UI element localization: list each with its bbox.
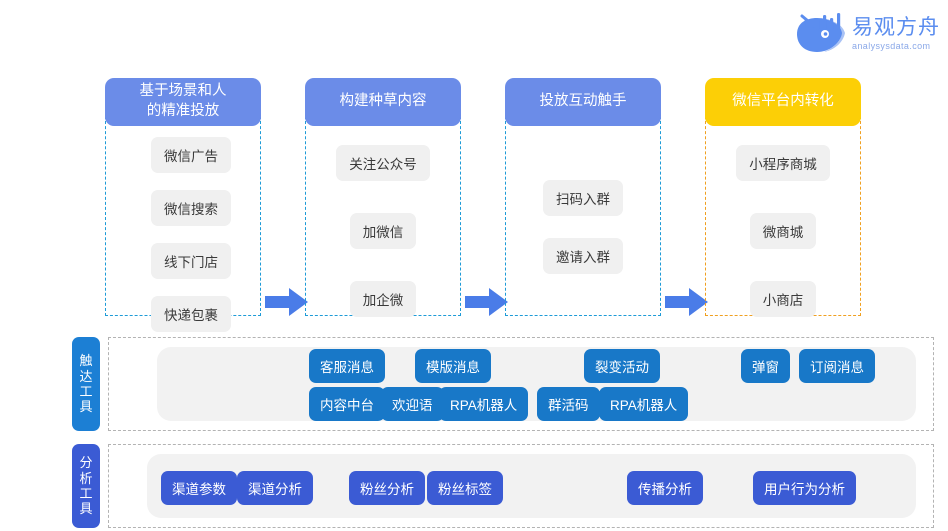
- analysis-chip-fensi-biaoqian[interactable]: 粉丝标签: [427, 471, 503, 505]
- stage-2-item-3[interactable]: 加企微: [349, 281, 417, 317]
- arrow-stage1-to-stage2-icon: [265, 288, 308, 316]
- reach-chip-huanyingyu[interactable]: 欢迎语: [381, 387, 444, 421]
- reach-tools-panel: 客服消息 模版消息 裂变活动 弹窗 订阅消息 内容中台 欢迎语 RPA机器人 群…: [108, 337, 934, 431]
- stage-1-item-3[interactable]: 线下门店: [151, 243, 231, 279]
- analysis-chip-qudao-canshu[interactable]: 渠道参数: [161, 471, 237, 505]
- reach-tools-chips: 客服消息 模版消息 裂变活动 弹窗 订阅消息 内容中台 欢迎语 RPA机器人 群…: [109, 338, 933, 430]
- stage-1: 基于场景和人 的精准投放 微信广告 微信搜索 线下门店 快递包裹: [105, 78, 261, 332]
- stage-4-item-3[interactable]: 小商店: [749, 281, 817, 317]
- funnel-stages: 基于场景和人 的精准投放 微信广告 微信搜索 线下门店 快递包裹 构建种草内容 …: [0, 78, 948, 332]
- reach-tools-label-char-2: 达: [79, 368, 93, 384]
- reach-chip-rpa-robot-2[interactable]: RPA机器人: [599, 387, 689, 421]
- stage-1-item-1[interactable]: 微信广告: [151, 137, 231, 173]
- analysis-chip-yonghu-xingwei-fenxi[interactable]: 用户行为分析: [753, 471, 856, 505]
- stage-4-item-1[interactable]: 小程序商城: [736, 145, 830, 181]
- stage-3-header: 投放互动触手: [505, 78, 661, 126]
- stage-2-body: 关注公众号 加微信 加企微: [305, 116, 461, 317]
- reach-tools-label: 触 达 工 具: [72, 337, 100, 431]
- stage-1-body: 微信广告 微信搜索 线下门店 快递包裹: [105, 116, 261, 332]
- analysis-tools-chips: 渠道参数 渠道分析 粉丝分析 粉丝标签 传播分析 用户行为分析: [109, 445, 933, 527]
- analysys-whale-logo-icon: [797, 13, 845, 52]
- stage-4-header: 微信平台内转化: [705, 78, 861, 126]
- reach-tools-label-char-1: 触: [79, 353, 93, 369]
- stage-3-item-1[interactable]: 扫码入群: [543, 180, 623, 216]
- reach-tools-label-char-4: 具: [79, 399, 93, 415]
- reach-tools-row: 触 达 工 具 客服消息 模版消息 裂变活动 弹窗 订阅消息 内容中台 欢迎语 …: [72, 337, 934, 431]
- stage-4-body: 小程序商城 微商城 小商店: [705, 116, 861, 317]
- analysis-tools-panel: 渠道参数 渠道分析 粉丝分析 粉丝标签 传播分析 用户行为分析: [108, 444, 934, 528]
- stage-3: 投放互动触手 扫码入群 邀请入群: [505, 78, 661, 316]
- stage-3-item-2[interactable]: 邀请入群: [543, 238, 623, 274]
- stage-2: 构建种草内容 关注公众号 加微信 加企微: [305, 78, 461, 317]
- analysis-tools-label: 分 析 工 具: [72, 444, 100, 528]
- stage-1-item-4[interactable]: 快递包裹: [151, 296, 231, 332]
- reach-chip-tanchuang[interactable]: 弹窗: [741, 349, 790, 383]
- arrow-stage3-to-stage4-icon: [665, 288, 708, 316]
- analysis-tools-label-char-1: 分: [79, 455, 93, 471]
- stage-2-item-2[interactable]: 加微信: [349, 213, 417, 249]
- arrow-stage2-to-stage3-icon: [465, 288, 508, 316]
- stage-1-item-2[interactable]: 微信搜索: [151, 190, 231, 226]
- brand-title: 易观方舟: [852, 16, 940, 39]
- reach-tools-label-char-3: 工: [79, 384, 93, 399]
- stage-4: 微信平台内转化 小程序商城 微商城 小商店: [705, 78, 861, 317]
- stage-3-title: 投放互动触手: [539, 93, 627, 110]
- analysis-tools-label-char-4: 具: [79, 501, 93, 517]
- brand-subtitle: analysysdata.com: [852, 41, 931, 51]
- brand-logo: 易观方舟 analysysdata.com: [794, 12, 940, 56]
- stage-4-item-2[interactable]: 微商城: [749, 213, 817, 249]
- stage-2-title: 构建种草内容: [339, 93, 427, 110]
- reach-chip-moban-xiaoxi[interactable]: 模版消息: [415, 349, 491, 383]
- stage-3-body: 扫码入群 邀请入群: [505, 116, 661, 316]
- reach-chip-kefu-xiaoxi[interactable]: 客服消息: [309, 349, 385, 383]
- analysis-tools-row: 分 析 工 具 渠道参数 渠道分析 粉丝分析 粉丝标签 传播分析 用户行为分析: [72, 444, 934, 528]
- stage-1-header: 基于场景和人 的精准投放: [105, 78, 261, 126]
- analysis-chip-chuanbo-fenxi[interactable]: 传播分析: [627, 471, 703, 505]
- reach-chip-rpa-robot-1[interactable]: RPA机器人: [439, 387, 529, 421]
- reach-chip-qunhuoma[interactable]: 群活码: [537, 387, 600, 421]
- analysis-tools-label-char-3: 工: [79, 486, 93, 501]
- brand-logo-text: 易观方舟 analysysdata.com: [852, 17, 940, 51]
- stage-1-title-line2: 的精准投放: [146, 103, 220, 119]
- analysis-chip-qudao-fenxi[interactable]: 渠道分析: [237, 471, 313, 505]
- reach-chip-liebian-huodong[interactable]: 裂变活动: [584, 349, 660, 383]
- stage-1-title-line1: 基于场景和人: [139, 83, 227, 100]
- reach-chip-neirong-zhongtai[interactable]: 内容中台: [309, 387, 385, 421]
- stage-2-header: 构建种草内容: [305, 78, 461, 126]
- analysis-tools-label-char-2: 析: [79, 470, 93, 486]
- stage-2-item-1[interactable]: 关注公众号: [336, 145, 430, 181]
- stage-4-title: 微信平台内转化: [732, 93, 834, 110]
- reach-chip-dingyue-xiaoxi[interactable]: 订阅消息: [799, 349, 875, 383]
- analysis-chip-fensi-fenxi[interactable]: 粉丝分析: [349, 471, 425, 505]
